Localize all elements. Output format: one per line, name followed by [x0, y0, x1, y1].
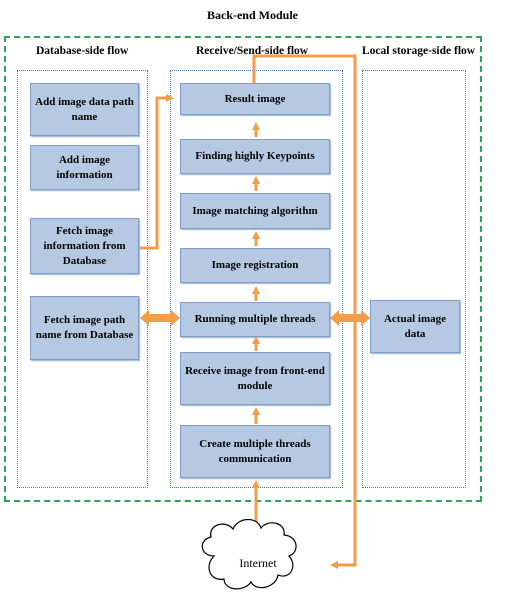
- database-lane-title: Database-side flow: [36, 45, 129, 57]
- fetch-image-information-box: Fetch image information from Database: [30, 218, 139, 274]
- running-multiple-threads-box: Running multiple threads: [180, 302, 330, 337]
- internet-cloud: [201, 518, 297, 590]
- local-storage-lane-title: Local storage-side flow: [362, 45, 476, 57]
- receive-image-box: Receive image from front-end module: [180, 352, 330, 405]
- add-image-data-path-box: Add image data path name: [30, 83, 139, 136]
- finding-keypoints-box: Finding highly Keypoints: [180, 139, 330, 174]
- internet-label: Internet: [239, 556, 277, 570]
- back-end-module-frame: [4, 36, 482, 502]
- diagram-title: Back-end Module: [206, 8, 298, 22]
- double-arrow-threads-to-storage: [330, 310, 370, 326]
- result-image-box: Result image: [180, 83, 330, 115]
- create-multiple-threads-box: Create multiple threads communication: [180, 425, 330, 478]
- double-arrow-db-to-threads: [140, 310, 180, 326]
- arrow-result-to-internet: [252, 54, 357, 569]
- image-matching-algorithm-box: Image matching algorithm: [180, 193, 330, 229]
- image-registration-box: Image registration: [180, 248, 330, 283]
- arrow-fetch-info-to-result: [139, 94, 174, 250]
- database-lane: [17, 70, 148, 488]
- local-storage-lane: [362, 70, 466, 488]
- receive-send-lane-title: Receive/Send-side flow: [196, 45, 309, 57]
- add-image-information-box: Add image information: [30, 145, 139, 190]
- fetch-image-path-name-box: Fetch image path name from Database: [30, 296, 139, 360]
- actual-image-data-box: Actual image data: [370, 300, 460, 353]
